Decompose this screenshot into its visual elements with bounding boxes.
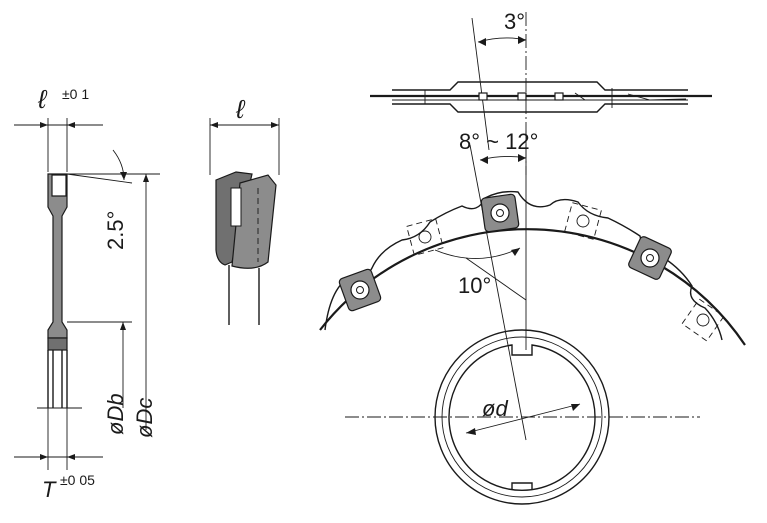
side-insert (554, 92, 564, 101)
bottom-keyway (511, 482, 533, 489)
side-insert-edge (574, 92, 586, 101)
blade-angle-label: 2.5° (103, 211, 128, 250)
dia-c-label: øDc (132, 398, 157, 438)
insert-screw-hole (496, 209, 504, 217)
hidden-insert-screw (418, 230, 432, 244)
dim-arrow (67, 454, 75, 460)
dim-arrow (67, 122, 75, 128)
dim-arrow (143, 174, 149, 182)
thickness-symbol: T (42, 477, 57, 502)
side-lower-outline (392, 103, 688, 113)
bore-with-keyway (448, 344, 596, 492)
insert-screw-hole (356, 286, 364, 294)
bore-dim-line (465, 403, 581, 434)
dim-arrow (466, 428, 476, 435)
dim-arrow (210, 122, 218, 128)
insert-angle-label: 8° ~ 12° (459, 129, 538, 154)
hidden-insert-1 (406, 218, 444, 256)
angle-arrow (511, 248, 520, 256)
cutter-hub: ød (345, 329, 700, 505)
bore-label: ød (482, 396, 508, 421)
blade-width-symbol: ℓ (37, 84, 48, 114)
thickness-tolerance: ±0 05 (60, 472, 95, 488)
blade-body (47, 173, 68, 339)
side-insert-edge (627, 93, 687, 101)
tip-right-face (231, 174, 277, 269)
insert-angle-annotation: 8° ~ 12° (459, 129, 538, 441)
hub-outer-circle (434, 329, 610, 505)
insert-screw-hole (646, 254, 654, 262)
side-insert (517, 92, 527, 101)
dim-arrow (40, 122, 48, 128)
side-insert (478, 92, 488, 101)
dim-arrow (40, 454, 48, 460)
hidden-insert-body (681, 298, 725, 342)
cutter-side-view: 3° (370, 9, 712, 175)
hub-chamfer-circle (441, 336, 603, 498)
insert-3 (628, 236, 672, 280)
blade-section-view: ℓ ±0 1 2.5° øDb øDc T ±0 05 (14, 84, 160, 502)
insert-2 (480, 193, 520, 233)
angle-arrow (518, 36, 526, 44)
cutter-front-view: 10° (319, 190, 746, 346)
blade-tip-face (51, 174, 67, 197)
pitch-arc (434, 247, 521, 259)
pitch-angle-label: 10° (458, 273, 491, 298)
angle-arrow (120, 172, 127, 180)
dim-arrow (120, 322, 126, 330)
tilt-line (471, 17, 490, 151)
angle-line (66, 173, 133, 184)
blade-tip-detail: ℓ (209, 94, 280, 325)
cutter-outer-rim (319, 228, 746, 346)
angle-arrow (478, 38, 486, 46)
angle-arrow (518, 154, 526, 162)
blade-width-tolerance: ±0 1 (62, 86, 89, 102)
angle-arrow (480, 156, 488, 164)
hidden-insert-body (564, 202, 602, 240)
tip-slot (230, 187, 242, 227)
hidden-insert-3 (681, 298, 725, 342)
side-tilt-label: 3° (504, 9, 525, 34)
cutter-gullet-profile (324, 190, 723, 341)
dia-b-label: øDb (103, 393, 128, 435)
pitch-leader (465, 257, 527, 301)
dim-arrow (271, 122, 279, 128)
side-upper-outline (392, 81, 688, 91)
tip-width-symbol: ℓ (235, 94, 246, 124)
dim-arrow (571, 404, 580, 411)
hidden-insert-2 (564, 202, 602, 240)
hidden-insert-screw (696, 313, 710, 327)
insert-axis-line (469, 144, 527, 441)
insert-1 (338, 268, 382, 312)
hidden-insert-screw (576, 214, 590, 228)
blade-base-band (47, 337, 68, 351)
hidden-insert-body (406, 218, 444, 256)
